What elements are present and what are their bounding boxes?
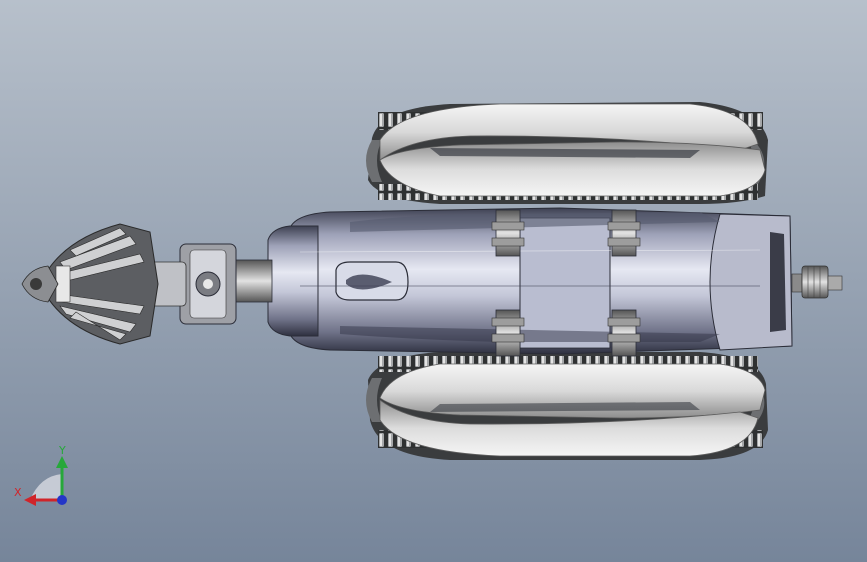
bracket-top-left (491, 209, 525, 257)
bracket-top-right (607, 209, 641, 257)
z-axis-dot (57, 495, 67, 505)
axis-triad[interactable]: Y X (14, 444, 68, 506)
front-collar (267, 225, 319, 337)
bracket-bottom-left (491, 309, 525, 357)
y-axis-arrowhead (56, 456, 68, 468)
rear-port-panel (770, 232, 786, 332)
rear-connector (791, 265, 843, 299)
center-band (519, 217, 611, 349)
top-track-assembly[interactable] (366, 102, 768, 204)
mount-brackets (491, 209, 641, 357)
cutter-head[interactable] (21, 223, 159, 345)
bottom-track-cover-lower (379, 399, 759, 457)
bracket-bottom-right (607, 309, 641, 357)
arm-joint[interactable] (149, 243, 273, 325)
x-axis-label: X (14, 486, 22, 499)
y-axis-label: Y (58, 444, 66, 457)
main-body[interactable] (267, 207, 793, 355)
x-axis-arrowhead (24, 494, 36, 506)
bottom-track-assembly[interactable] (366, 352, 768, 460)
triad-plane (30, 474, 62, 500)
